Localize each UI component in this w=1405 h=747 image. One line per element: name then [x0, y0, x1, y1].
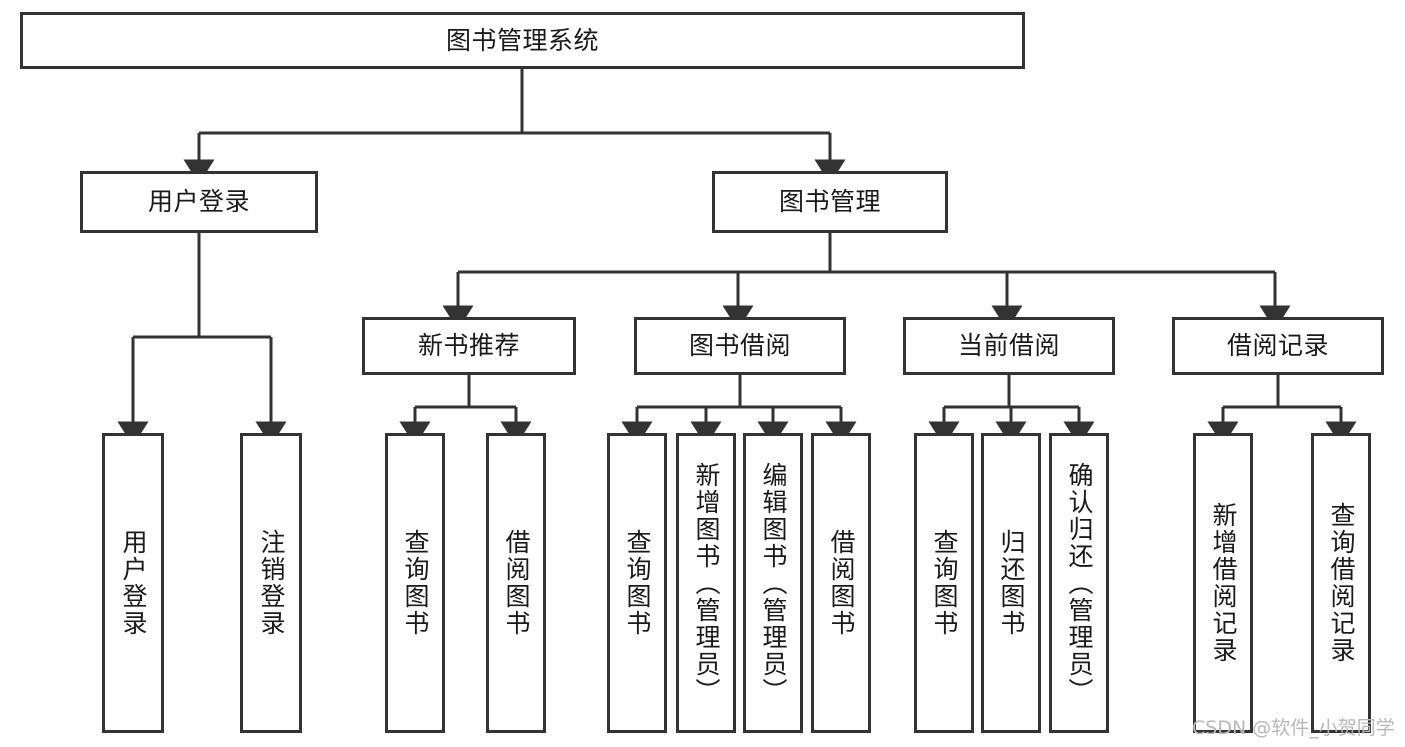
node-book-borrow-label: 图书借阅 [688, 331, 791, 361]
node-book-manage-label: 图书管理 [778, 187, 881, 217]
node-leaf-return-book[interactable]: 归还图书 [981, 433, 1041, 733]
node-borrow-record[interactable]: 借阅记录 [1172, 317, 1384, 375]
node-new-book-recommend[interactable]: 新书推荐 [362, 317, 576, 375]
node-leaf-query-book-3-label: 查询图书 [930, 529, 959, 637]
node-leaf-query-book-1-label: 查询图书 [401, 529, 430, 637]
node-root[interactable]: 图书管理系统 [20, 12, 1025, 69]
node-leaf-add-record[interactable]: 新增借阅记录 [1193, 433, 1253, 733]
node-leaf-edit-book-label: 编辑图书（管理员） [759, 461, 788, 705]
node-leaf-user-logout-label: 注销登录 [257, 529, 286, 637]
node-borrow-record-label: 借阅记录 [1226, 331, 1329, 361]
node-book-borrow[interactable]: 图书借阅 [634, 317, 846, 375]
node-leaf-query-book-3[interactable]: 查询图书 [914, 433, 974, 733]
node-current-borrow[interactable]: 当前借阅 [903, 317, 1115, 375]
watermark-text: CSDN @软件_小贺同学 [1192, 717, 1395, 739]
node-leaf-add-book[interactable]: 新增图书（管理员） [676, 433, 736, 733]
node-new-book-recommend-label: 新书推荐 [417, 331, 520, 361]
node-current-borrow-label: 当前借阅 [957, 331, 1060, 361]
node-leaf-query-book-2[interactable]: 查询图书 [607, 433, 667, 733]
node-leaf-borrow-book-2[interactable]: 借阅图书 [811, 433, 871, 733]
node-leaf-borrow-book-2-label: 借阅图书 [827, 529, 856, 637]
node-user-login-label: 用户登录 [147, 187, 250, 217]
node-leaf-borrow-book-1-label: 借阅图书 [502, 529, 531, 637]
node-leaf-return-book-label: 归还图书 [997, 529, 1026, 637]
node-leaf-query-book-1[interactable]: 查询图书 [385, 433, 445, 733]
node-leaf-user-logout[interactable]: 注销登录 [240, 433, 302, 733]
node-leaf-confirm-return-label: 确认归还（管理员） [1065, 461, 1094, 705]
node-book-manage[interactable]: 图书管理 [712, 171, 948, 233]
node-user-login[interactable]: 用户登录 [80, 171, 318, 233]
node-leaf-add-record-label: 新增借阅记录 [1209, 502, 1238, 664]
node-leaf-user-login[interactable]: 用户登录 [102, 433, 164, 733]
node-leaf-confirm-return[interactable]: 确认归还（管理员） [1049, 433, 1109, 733]
node-leaf-user-login-label: 用户登录 [119, 529, 148, 637]
node-leaf-query-record-label: 查询借阅记录 [1327, 502, 1356, 664]
node-leaf-borrow-book-1[interactable]: 借阅图书 [486, 433, 546, 733]
node-leaf-query-book-2-label: 查询图书 [623, 529, 652, 637]
node-leaf-edit-book[interactable]: 编辑图书（管理员） [743, 433, 803, 733]
node-leaf-query-record[interactable]: 查询借阅记录 [1311, 433, 1371, 733]
node-leaf-add-book-label: 新增图书（管理员） [692, 461, 721, 705]
node-root-label: 图书管理系统 [445, 25, 599, 55]
